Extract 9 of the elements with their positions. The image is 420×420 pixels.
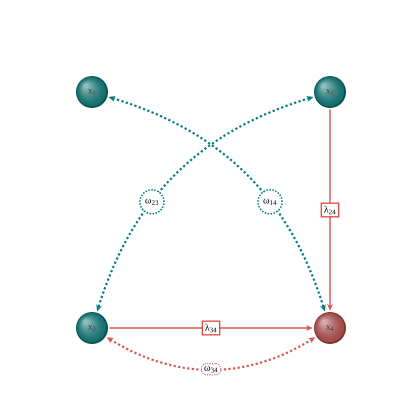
sphere-node: x$_{1}$	[76, 76, 108, 108]
sphere-node: x$_{2}$	[314, 76, 346, 108]
edge-label: ω$_{34}$	[200, 363, 222, 376]
sphere-node: x$_{4}$	[314, 312, 346, 344]
edge-label: λ$_{34}$	[202, 320, 220, 336]
sphere-node: x$_{3}$	[76, 312, 108, 344]
edge-label: ω$_{23}$	[139, 189, 165, 215]
edge-label: ω$_{14}$	[257, 189, 283, 215]
edge-label: λ$_{24}$	[320, 202, 340, 218]
